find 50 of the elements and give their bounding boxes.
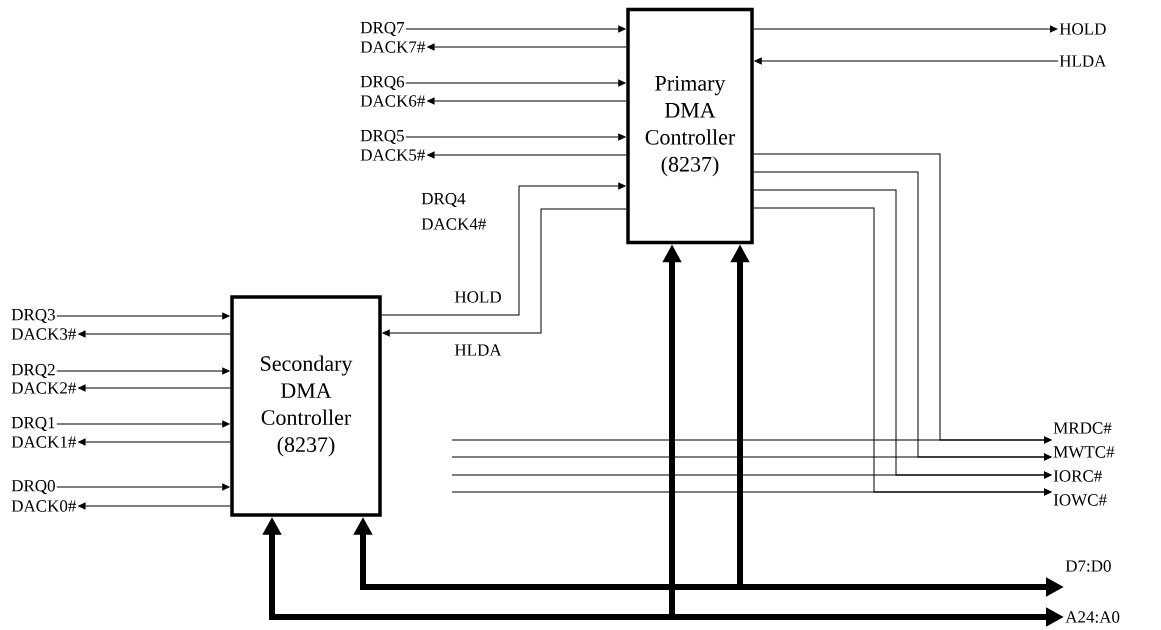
signal-label: DRQ3	[11, 309, 55, 323]
signal-label: DACK6#	[360, 95, 426, 107]
arrow	[405, 79, 626, 87]
arrow	[405, 25, 626, 33]
signal-label: IOWC#	[1053, 494, 1107, 506]
arrow	[427, 43, 627, 51]
signal-label: HLDA	[1059, 55, 1107, 67]
arrow	[56, 367, 230, 375]
edge-label: HLDA	[453, 343, 503, 357]
arrow	[78, 330, 231, 338]
signal-label: DACK3#	[11, 328, 77, 340]
signal-label: DRQ7	[360, 22, 405, 36]
edge-label: HOLD	[453, 290, 503, 304]
arrow	[56, 312, 230, 320]
signal-label: DACK2#	[11, 382, 77, 394]
arrow	[78, 384, 231, 392]
signal-label: HOLD	[1059, 23, 1106, 35]
arrow	[382, 208, 627, 337]
signal-label: DRQ6	[360, 76, 405, 90]
arrow	[427, 151, 627, 159]
arrow	[754, 57, 1059, 65]
arrow	[451, 436, 1052, 444]
signal-label: DACK0#	[11, 500, 77, 512]
signal-label: IORC#	[1053, 470, 1102, 482]
signal-label: DRQ2	[11, 364, 55, 378]
signal-label: MRDC#	[1053, 422, 1112, 434]
signal-label: DRQ1	[11, 417, 55, 431]
signal-label: DRQ4	[421, 193, 466, 207]
arrow	[753, 25, 1058, 33]
controller-box: Primary DMA Controller (8237)	[626, 7, 754, 245]
arrow	[78, 502, 231, 510]
signal-label: DACK5#	[360, 149, 426, 161]
signal-label: DRQ0	[11, 479, 55, 495]
arrow	[451, 453, 1052, 461]
arrow	[56, 483, 230, 491]
arrow	[78, 438, 231, 446]
signal-label: MWTC#	[1053, 446, 1115, 458]
arrow	[56, 420, 230, 428]
arrow	[381, 182, 626, 316]
arrow	[451, 471, 1052, 479]
arrow	[405, 133, 626, 141]
signal-label: DRQ5	[360, 130, 404, 144]
signal-label: DACK7#	[360, 41, 426, 53]
signal-label: DACK1#	[11, 436, 77, 448]
arrow	[427, 97, 627, 105]
signal-label: A24:A0	[1065, 611, 1120, 623]
signal-label: D7:D0	[1065, 560, 1111, 572]
arrow	[451, 488, 1052, 496]
signal-label: DACK4#	[421, 218, 487, 230]
controller-box: Secondary DMA Controller (8237)	[230, 295, 382, 517]
